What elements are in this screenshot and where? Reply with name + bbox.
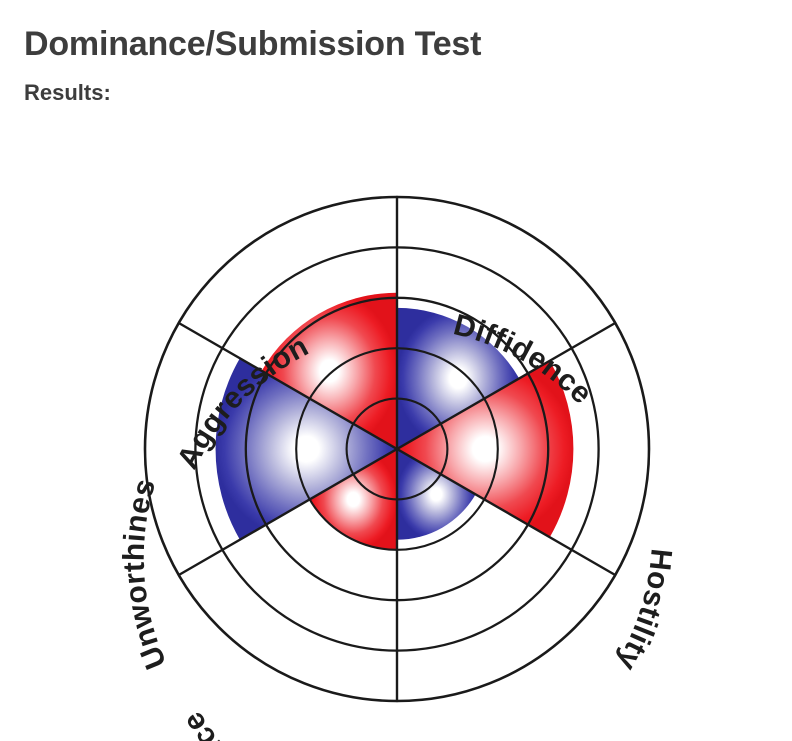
axis-label-unworthiness: Unworthiness <box>0 130 173 674</box>
spoke-diag-b <box>177 321 617 577</box>
grid-spokes <box>177 195 617 703</box>
circumplex-svg: Aggression Diffidence Hostility Self-aba… <box>0 130 677 741</box>
circumplex-chart: Aggression Diffidence Hostility Self-aba… <box>0 130 792 741</box>
results-label: Results: <box>24 80 111 105</box>
axis-label-dominance: Dominance <box>176 706 324 741</box>
sector-diffidence[interactable] <box>397 307 520 449</box>
sector-hostility[interactable] <box>397 360 574 538</box>
sector-group <box>215 292 574 550</box>
sector-aggression[interactable] <box>261 292 397 449</box>
page-title: Dominance/Submission Test <box>24 24 482 63</box>
sector-unworthiness[interactable] <box>215 358 397 540</box>
sector-self-abasement[interactable] <box>397 449 476 540</box>
